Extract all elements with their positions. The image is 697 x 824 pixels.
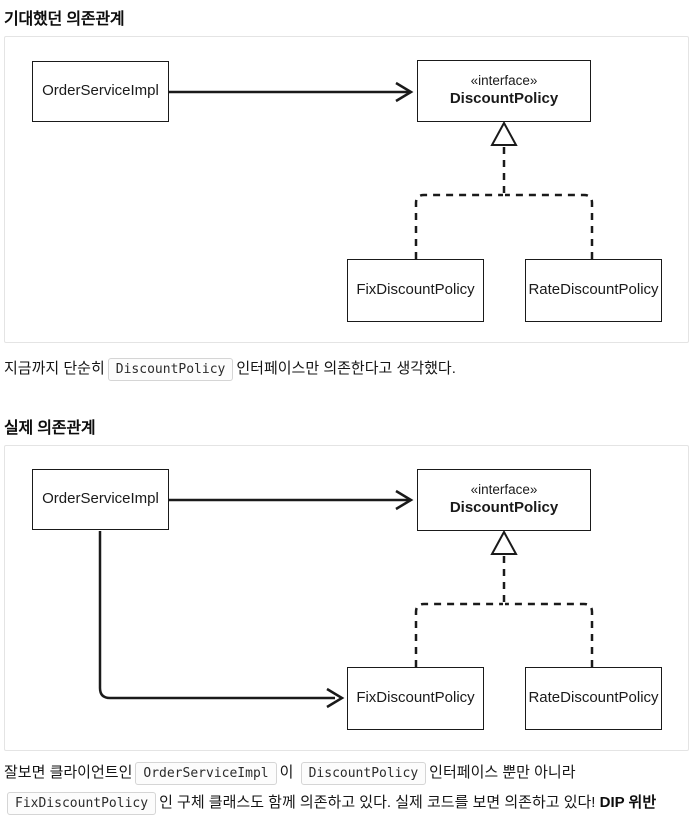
interface-stereotype-label: «interface» bbox=[470, 482, 538, 498]
actual-dependency-diagram: OrderServiceImpl «interface» DiscountPol… bbox=[4, 445, 689, 751]
caption-text: 인터페이스만 의존한다고 생각했다. bbox=[236, 360, 456, 377]
uml-box-rate-discount-policy: RateDiscountPolicy bbox=[525, 259, 662, 322]
uml-box-order-service-impl: OrderServiceImpl bbox=[32, 469, 169, 530]
realization-branch-left bbox=[414, 193, 503, 259]
uml-box-label: FixDiscountPolicy bbox=[356, 689, 475, 707]
concrete-dependency-arrowhead bbox=[326, 687, 345, 709]
actual-diagram-connectors bbox=[98, 489, 594, 709]
uml-box-label: OrderServiceImpl bbox=[42, 490, 159, 508]
uml-box-rate-discount-policy: RateDiscountPolicy bbox=[525, 667, 662, 730]
interface-stereotype-label: «interface» bbox=[470, 73, 538, 89]
realization-triangle bbox=[490, 120, 518, 146]
realization-branch-left bbox=[414, 602, 503, 667]
uml-box-label: RateDiscountPolicy bbox=[528, 281, 659, 299]
uml-box-order-service-impl: OrderServiceImpl bbox=[32, 61, 169, 122]
interface-name-label: DiscountPolicy bbox=[449, 499, 559, 517]
caption-text: 이 bbox=[279, 764, 294, 781]
expected-dependency-heading: 기대했던 의존관계 bbox=[4, 11, 125, 28]
realization-branch-right bbox=[505, 602, 594, 667]
dip-violation-emphasis: DIP 위반 bbox=[599, 794, 657, 811]
caption-text: 지금까지 단순히 bbox=[4, 360, 105, 377]
caption-text: 잘보면 클라이언트인 bbox=[4, 764, 133, 781]
inline-code-fix-discount-policy: FixDiscountPolicy bbox=[7, 792, 157, 815]
uml-box-label: OrderServiceImpl bbox=[42, 82, 159, 100]
uml-box-discount-policy-interface: «interface» DiscountPolicy bbox=[417, 60, 591, 122]
inline-code-discount-policy: DiscountPolicy bbox=[300, 762, 427, 785]
expected-dependency-diagram: OrderServiceImpl «interface» DiscountPol… bbox=[4, 36, 689, 343]
expected-diagram-connectors bbox=[169, 81, 594, 259]
uml-box-fix-discount-policy: FixDiscountPolicy bbox=[347, 667, 484, 730]
dependency-arrowhead bbox=[395, 81, 414, 103]
uml-box-fix-discount-policy: FixDiscountPolicy bbox=[347, 259, 484, 322]
caption-text: 인터페이스 뿐만 아니라 bbox=[429, 764, 576, 781]
caption-text: 인 구체 클래스도 함께 의존하고 있다. 실제 코드를 보면 의존하고 있다! bbox=[159, 794, 596, 811]
concrete-dependency-elbow bbox=[98, 531, 335, 700]
inline-code-order-service-impl: OrderServiceImpl bbox=[135, 762, 277, 785]
actual-dependency-heading: 실제 의존관계 bbox=[4, 420, 96, 437]
realization-triangle bbox=[490, 529, 518, 555]
inline-code-discount-policy: DiscountPolicy bbox=[107, 358, 234, 381]
uml-box-discount-policy-interface: «interface» DiscountPolicy bbox=[417, 469, 591, 531]
uml-box-label: RateDiscountPolicy bbox=[528, 689, 659, 707]
dependency-arrowhead bbox=[395, 489, 414, 511]
uml-box-label: FixDiscountPolicy bbox=[356, 281, 475, 299]
realization-branch-right bbox=[505, 193, 594, 259]
interface-name-label: DiscountPolicy bbox=[449, 90, 559, 108]
